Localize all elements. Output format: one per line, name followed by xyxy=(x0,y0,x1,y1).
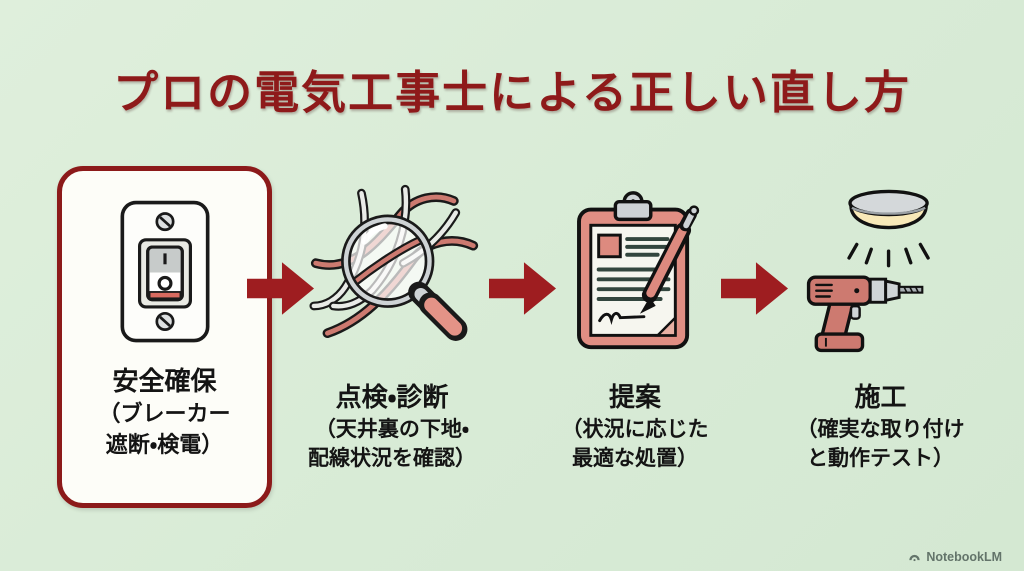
magnifier-wires-icon xyxy=(308,184,483,359)
step-2-sub1: （天井裏の下地・ xyxy=(314,417,470,441)
step-2-text: 点検・診断 （天井裏の下地・ 配線状況を確認） xyxy=(272,381,512,474)
step-3-text: 提案 （状況に応じた 最適な処置） xyxy=(540,381,730,474)
step-1-title: 安全確保 xyxy=(112,366,217,396)
step-1-text: 安全確保 （ブレーカー 遮断・検電） xyxy=(98,365,230,460)
step-3-title: 提案 xyxy=(608,382,661,412)
step-card-safety: 安全確保 （ブレーカー 遮断・検電） xyxy=(57,166,272,508)
page-title: プロの電気工事士による正しい直し方 xyxy=(113,67,911,118)
step-4-sub1: （確実な取り付け xyxy=(796,417,965,441)
step-2-sub2: 配線状況を確認） xyxy=(308,447,476,471)
clipboard-pen-icon xyxy=(563,184,711,361)
step-4-sub2: と動作テスト） xyxy=(807,447,954,471)
step-1-sub1: （ブレーカー xyxy=(98,400,231,426)
flow-arrow-1 xyxy=(247,262,315,315)
step-3-sub2: 最適な処置） xyxy=(572,447,698,471)
drill-ceiling-light-icon xyxy=(797,182,957,362)
step-4-text: 施工 （確実な取り付け と動作テスト） xyxy=(768,381,993,474)
watermark: NotebookLM xyxy=(908,550,1002,564)
flow-arrow-2 xyxy=(489,262,557,315)
notebooklm-logo-icon xyxy=(909,554,921,561)
flow-arrow-3 xyxy=(721,262,789,315)
watermark-label: NotebookLM xyxy=(926,550,1002,564)
step-1-sub2: 遮断・検電） xyxy=(105,431,224,457)
light-switch-icon xyxy=(106,193,224,351)
step-3-sub1: （状況に応じた xyxy=(561,417,709,441)
step-2-title: 点検・診断 xyxy=(335,382,449,412)
step-4-title: 施工 xyxy=(854,382,907,412)
